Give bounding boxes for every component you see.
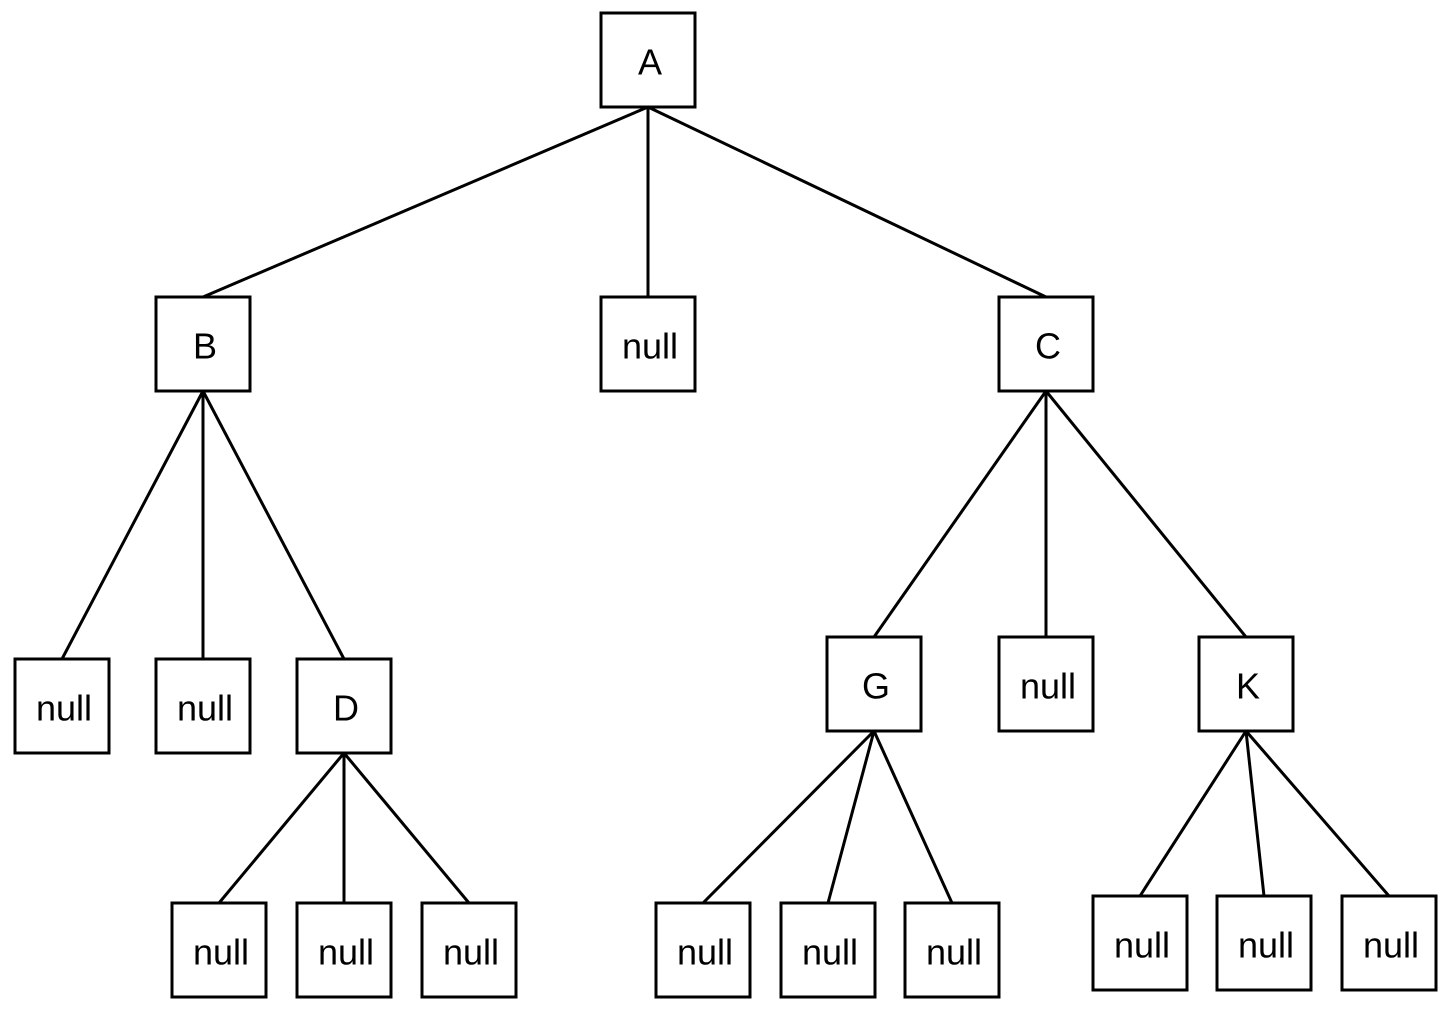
edge-G-N_G3 (872, 730, 954, 904)
edge-K-N_K3 (1244, 730, 1391, 897)
edges-layer (60, 105, 1391, 905)
tree-node-N_G3: null (903, 901, 1001, 999)
node-box (295, 657, 393, 755)
edge-G-N_G2 (826, 730, 876, 904)
node-label: C (1035, 326, 1061, 367)
node-box (825, 635, 923, 733)
node-label: null (1020, 666, 1076, 707)
tree-node-C: C (997, 295, 1095, 393)
node-box (903, 901, 1001, 999)
node-label: null (318, 932, 374, 973)
node-label: B (193, 326, 217, 367)
tree-node-N_B1: null (13, 657, 111, 755)
edge-D-N_D3 (342, 752, 471, 904)
node-box (1197, 635, 1295, 733)
tree-node-G: G (825, 635, 923, 733)
node-box (154, 657, 252, 755)
node-label: G (862, 666, 890, 707)
node-box (997, 635, 1095, 733)
node-box (13, 657, 111, 755)
node-box (599, 11, 697, 109)
node-box (599, 295, 697, 393)
tree-node-N_K1: null (1091, 894, 1189, 992)
node-label: D (333, 688, 359, 729)
node-label: null (926, 932, 982, 973)
tree-node-N_D3: null (420, 901, 518, 999)
tree-node-B: B (154, 295, 252, 393)
tree-node-N_D1: null (170, 901, 268, 999)
node-box (1215, 894, 1313, 992)
node-box (654, 901, 752, 999)
node-label: null (1238, 925, 1294, 966)
edge-B-N_B1 (60, 390, 205, 660)
node-label: null (677, 932, 733, 973)
edge-C-G (872, 390, 1048, 638)
tree-node-N_G2: null (779, 901, 877, 999)
edge-A-C (647, 105, 1047, 299)
node-box (420, 901, 518, 999)
tree-node-D: D (295, 657, 393, 755)
tree-node-N_B2: null (154, 657, 252, 755)
edge-B-D (201, 390, 346, 660)
tree-node-N_C2: null (997, 635, 1095, 733)
node-box (779, 901, 877, 999)
node-label: null (193, 932, 249, 973)
node-label: A (638, 42, 662, 83)
node-box (154, 295, 252, 393)
node-label: K (1236, 666, 1260, 707)
node-label: null (802, 932, 858, 973)
tree-node-N_A2: null (599, 295, 697, 393)
node-box (1340, 894, 1438, 992)
node-box (997, 295, 1095, 393)
node-box (170, 901, 268, 999)
edge-K-N_K2 (1244, 730, 1266, 897)
tree-node-N_K2: null (1215, 894, 1313, 992)
edge-G-N_G1 (701, 729, 876, 905)
node-label: null (36, 688, 92, 729)
tree-node-N_K3: null (1340, 894, 1438, 992)
edge-C-K (1044, 390, 1248, 638)
tree-node-K: K (1197, 635, 1295, 733)
node-label: null (177, 688, 233, 729)
tree-node-A: A (599, 11, 697, 109)
node-label: null (622, 326, 678, 367)
edge-D-N_D1 (217, 752, 346, 904)
node-label: null (1114, 925, 1170, 966)
edge-K-N_K1 (1138, 730, 1248, 897)
tree-node-N_G1: null (654, 901, 752, 999)
tree-node-N_D2: null (295, 901, 393, 999)
node-label: null (1363, 925, 1419, 966)
node-box (295, 901, 393, 999)
node-box (1091, 894, 1189, 992)
node-label: null (443, 932, 499, 973)
edge-A-B (202, 105, 649, 299)
